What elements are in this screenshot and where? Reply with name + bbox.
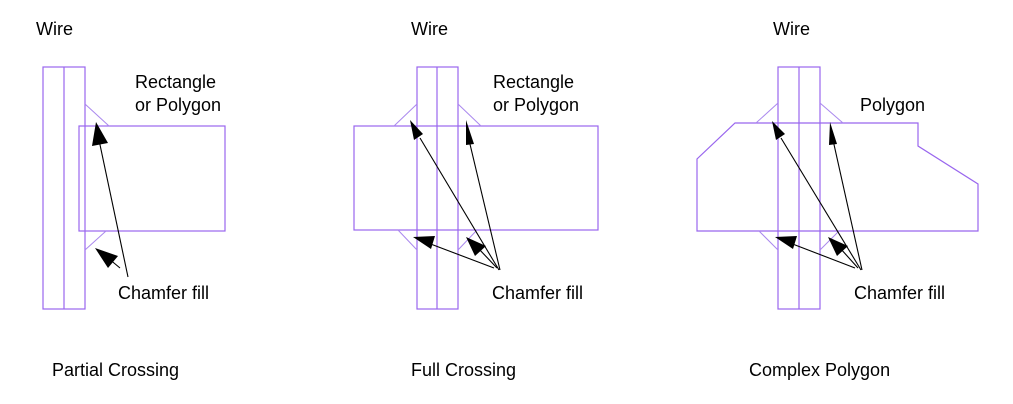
panel-title: Complex Polygon xyxy=(749,360,890,380)
chamfer-fill-bottom xyxy=(84,230,107,251)
panel-title: Full Crossing xyxy=(411,360,516,380)
chamfer-fill-label: Chamfer fill xyxy=(118,283,209,303)
chamfer-fill-label: Chamfer fill xyxy=(854,283,945,303)
shape-label-line1: Rectangle xyxy=(135,72,216,92)
arrow-to-top-right-chamfer xyxy=(832,139,863,271)
panel-full-crossing: Wire Rectangle or Polygon Chamfer fill F… xyxy=(353,19,599,380)
arrowhead xyxy=(466,120,474,145)
panel-complex-polygon: Wire Polygon Chamfer fill Complex Polygo… xyxy=(696,19,979,380)
chamfer-fill-top xyxy=(84,103,110,127)
arrow-to-bottom-right-chamfer xyxy=(477,247,498,269)
arrowhead xyxy=(95,248,118,268)
polygon-shape xyxy=(696,122,979,232)
arrow-to-bottom-left-chamfer xyxy=(789,242,856,269)
arrowhead xyxy=(829,122,837,145)
rectangle-shape xyxy=(353,125,599,231)
arrowhead xyxy=(466,237,486,256)
chamfer-fill-top-left xyxy=(755,102,779,124)
panel-title: Partial Crossing xyxy=(52,360,179,380)
arrow-to-bottom-right-chamfer xyxy=(839,247,859,269)
wire-label: Wire xyxy=(36,19,73,39)
chamfer-fill-bottom-left xyxy=(758,230,779,251)
arrowhead xyxy=(410,120,423,140)
arrow-to-top-left-chamfer xyxy=(780,137,862,271)
chamfer-fill-bottom-left xyxy=(397,229,418,251)
chamfer-fill-top-left xyxy=(393,103,418,127)
chamfer-fill-top-right xyxy=(819,102,844,124)
rectangle-shape xyxy=(78,125,226,232)
arrowhead xyxy=(92,122,108,146)
shape-label-line2: or Polygon xyxy=(135,95,221,115)
chamfer-fill-label: Chamfer fill xyxy=(492,283,583,303)
chamfer-fill-top-right xyxy=(457,103,482,127)
wire-label: Wire xyxy=(773,19,810,39)
wire-label: Wire xyxy=(411,19,448,39)
arrow-to-bottom-left-chamfer xyxy=(427,242,495,269)
arrow-to-top-right-chamfer xyxy=(468,139,501,271)
arrow-to-top-left-chamfer xyxy=(419,137,500,271)
arrow-to-top-chamfer xyxy=(98,139,129,278)
arrowhead xyxy=(772,121,785,140)
arrowhead xyxy=(828,237,848,256)
arrowhead xyxy=(775,236,797,249)
shape-label-line2: or Polygon xyxy=(493,95,579,115)
arrowhead xyxy=(413,236,435,249)
shape-label-line1: Rectangle xyxy=(493,72,574,92)
chamfer-fill-bottom-right xyxy=(819,230,840,251)
panel-partial-crossing: Wire Rectangle or Polygon Chamfer fill P… xyxy=(36,19,226,380)
shape-label-line1: Polygon xyxy=(860,95,925,115)
